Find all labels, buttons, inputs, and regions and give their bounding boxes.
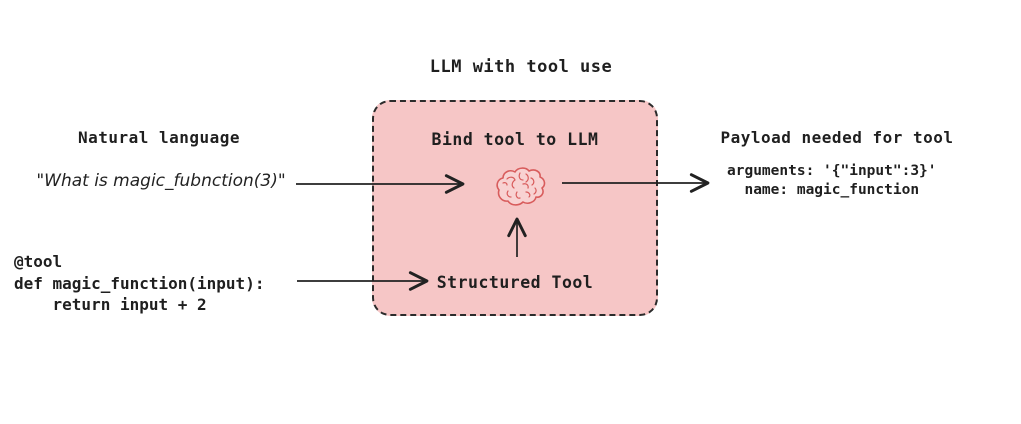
bind-tool-box: Bind tool to LLM Structured Tool (372, 100, 658, 316)
payload-heading: Payload needed for tool (720, 128, 954, 147)
bind-tool-heading: Bind tool to LLM (431, 130, 599, 149)
natural-language-heading: Natural language (77, 128, 241, 147)
payload-code: arguments: '{"input":3}' name: magic_fun… (727, 163, 937, 198)
structured-tool-label: Structured Tool (436, 273, 594, 292)
diagram-title: LLM with tool use (429, 57, 613, 77)
natural-language-quote: "What is magic_fubnction(3)" (36, 171, 286, 191)
brain-icon (493, 166, 547, 208)
tool-code-snippet: @tool def magic_function(input): return … (14, 252, 265, 314)
